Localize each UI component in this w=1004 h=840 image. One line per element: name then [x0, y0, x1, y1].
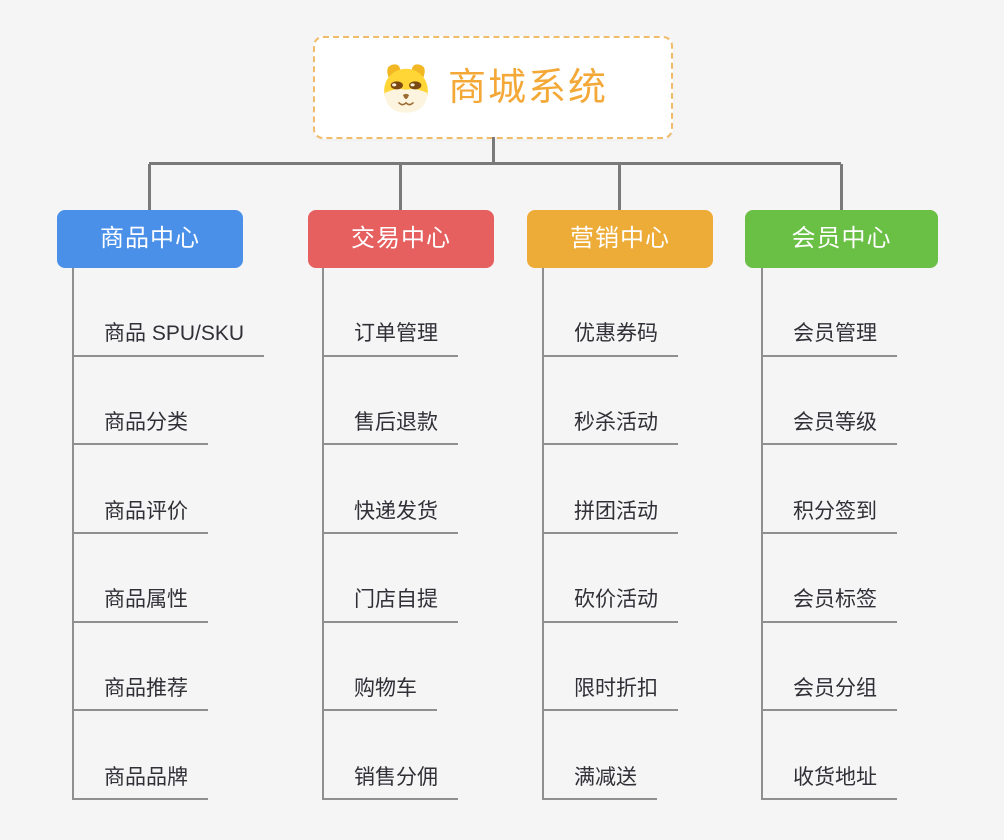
leaf-item[interactable]: 商品分类 [74, 357, 264, 446]
leaf-label: 购物车 [324, 676, 437, 712]
leaf-item[interactable]: 积分签到 [763, 445, 897, 534]
leaf-label: 商品评价 [74, 499, 208, 534]
leaf-item[interactable]: 优惠券码 [544, 268, 678, 357]
leaf-label: 限时折扣 [544, 676, 678, 712]
connector-bus [149, 162, 841, 165]
leaf-label: 砍价活动 [544, 587, 678, 623]
branch-node-1[interactable]: 交易中心 [308, 210, 494, 268]
dog-mascot-icon [384, 63, 428, 112]
leaf-item[interactable]: 会员标签 [763, 534, 897, 623]
leaf-item[interactable]: 满减送 [544, 711, 678, 800]
branch-leaves: 商品 SPU/SKU 商品分类商品评价商品属性商品推荐商品品牌 [72, 268, 265, 800]
leaf-label: 优惠券码 [544, 321, 678, 357]
leaf-item[interactable]: 销售分佣 [324, 711, 458, 800]
leaf-label: 秒杀活动 [544, 410, 678, 446]
branch-label: 商品中心 [100, 225, 200, 252]
leaf-label: 积分签到 [763, 499, 897, 534]
leaf-label: 商品 SPU/SKU [74, 321, 265, 357]
leaf-label: 商品推荐 [74, 676, 208, 712]
branch-label: 会员中心 [791, 225, 892, 252]
leaf-item[interactable]: 售后退款 [324, 357, 458, 446]
leaf-item[interactable]: 商品推荐 [74, 623, 264, 712]
leaf-label: 销售分佣 [324, 765, 458, 800]
connector-drop [618, 164, 621, 210]
leaf-label: 订单管理 [324, 321, 458, 357]
branch-node-3[interactable]: 会员中心 [745, 210, 938, 268]
leaf-item[interactable]: 快递发货 [324, 445, 458, 534]
leaf-item[interactable]: 商品 SPU/SKU [74, 268, 265, 357]
connector-drop [148, 164, 151, 210]
connector-drop [840, 164, 843, 210]
leaf-label: 商品分类 [74, 410, 208, 446]
leaf-label: 拼团活动 [544, 499, 678, 534]
leaf-item[interactable]: 收货地址 [763, 711, 897, 800]
leaf-item[interactable]: 会员等级 [763, 357, 897, 446]
branch-leaves: 会员管理会员等级积分签到会员标签会员分组收货地址 [761, 268, 897, 800]
leaf-item[interactable]: 商品品牌 [74, 711, 264, 800]
leaf-item[interactable]: 订单管理 [324, 268, 458, 357]
leaf-item[interactable]: 会员分组 [763, 623, 897, 712]
leaf-item[interactable]: 砍价活动 [544, 534, 678, 623]
leaf-item[interactable]: 限时折扣 [544, 623, 678, 712]
branch-node-0[interactable]: 商品中心 [57, 210, 243, 268]
branch-label: 交易中心 [351, 225, 451, 252]
leaf-item[interactable]: 购物车 [324, 623, 458, 712]
root-title: 商城系统 [447, 66, 608, 109]
leaf-label: 商品品牌 [74, 765, 208, 800]
branch-label: 营销中心 [570, 225, 670, 252]
leaf-label: 收货地址 [763, 765, 897, 800]
leaf-item[interactable]: 商品属性 [74, 534, 264, 623]
leaf-label: 快递发货 [324, 499, 458, 534]
leaf-label: 商品属性 [74, 587, 208, 623]
branch-leaves: 优惠券码秒杀活动拼团活动砍价活动限时折扣满减送 [542, 268, 678, 800]
leaf-label: 会员分组 [763, 676, 897, 712]
leaf-item[interactable]: 秒杀活动 [544, 357, 678, 446]
branch-leaves: 订单管理售后退款快递发货门店自提购物车销售分佣 [322, 268, 458, 800]
leaf-label: 会员管理 [763, 321, 897, 357]
leaf-item[interactable]: 商品评价 [74, 445, 264, 534]
leaf-label: 会员等级 [763, 410, 897, 446]
connector-root-drop [492, 137, 495, 165]
leaf-label: 门店自提 [324, 587, 458, 623]
leaf-item[interactable]: 门店自提 [324, 534, 458, 623]
leaf-item[interactable]: 会员管理 [763, 268, 897, 357]
connector-drop [399, 164, 402, 210]
leaf-label: 满减送 [544, 765, 657, 800]
leaf-label: 会员标签 [763, 587, 897, 623]
leaf-item[interactable]: 拼团活动 [544, 445, 678, 534]
branch-node-2[interactable]: 营销中心 [527, 210, 713, 268]
root-node[interactable]: 商城系统 [313, 36, 673, 139]
leaf-label: 售后退款 [324, 410, 458, 446]
